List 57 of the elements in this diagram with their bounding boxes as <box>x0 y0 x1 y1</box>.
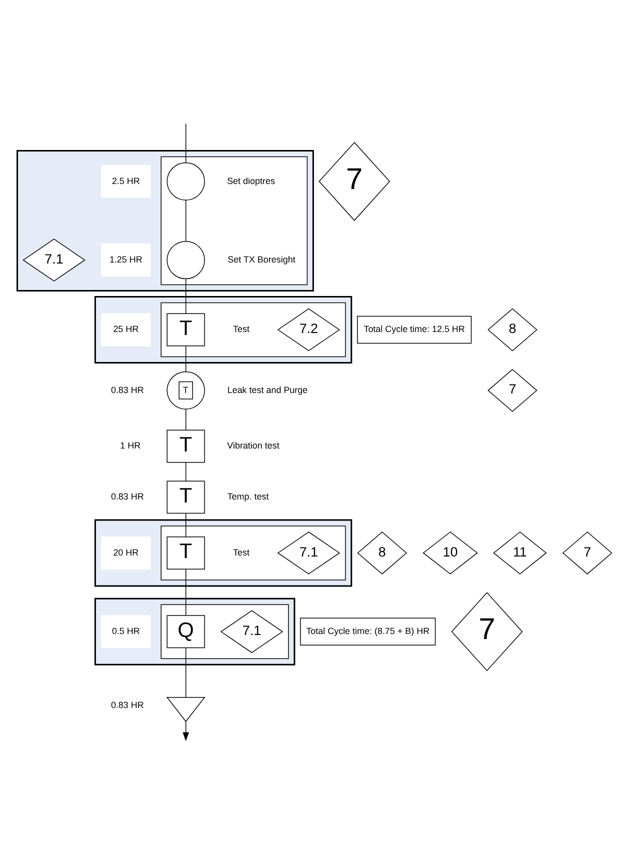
connector <box>185 278 186 314</box>
cluster <box>160 302 346 358</box>
cluster <box>94 519 352 587</box>
node-label: Test <box>233 547 250 558</box>
cluster <box>94 296 352 364</box>
node-box: Q <box>166 615 205 648</box>
connector <box>185 512 186 538</box>
node-circle: T <box>166 371 205 410</box>
node-box: Total Cycle time: (8.75 + B) HR <box>300 618 436 646</box>
node-box: Total Cycle time: 12.5 HR <box>357 316 472 344</box>
node-box: 0.5 HR <box>101 615 151 648</box>
node-diamond: 7.2 <box>277 308 340 352</box>
connector <box>185 123 186 163</box>
node-box: 1.25 HR <box>101 244 151 277</box>
node-diamond: 7 <box>488 368 538 412</box>
node-label: Temp. test <box>227 491 269 502</box>
connector <box>185 648 186 698</box>
node-box: T <box>166 480 205 514</box>
node-box: 25 HR <box>101 313 151 346</box>
node-diamond: 8 <box>357 532 408 574</box>
cluster <box>94 598 296 666</box>
node-label: Vibration test <box>227 440 280 451</box>
node-diamond: 7 <box>562 532 612 574</box>
node-label: Test <box>233 324 250 334</box>
cluster <box>160 604 289 659</box>
node-label: 0.83 HR <box>110 700 144 710</box>
node-diamond: 7 <box>318 142 390 221</box>
node-diamond: 7 <box>451 592 523 672</box>
node-label: 0.83 HR <box>110 384 144 395</box>
node-circle <box>166 240 205 280</box>
connector <box>185 408 186 430</box>
cluster <box>160 526 346 580</box>
node-circle <box>166 162 205 201</box>
node-label: Set TX Boresight <box>228 254 296 264</box>
node-diamond: 7.1 <box>22 238 86 282</box>
node-box: 2.5 HR <box>101 164 151 198</box>
node-diamond: 7.1 <box>220 610 284 654</box>
connector <box>185 568 186 616</box>
node-diamond: 7.1 <box>277 532 340 574</box>
node-label: 1 HR <box>120 440 141 451</box>
node-box: T <box>166 536 205 570</box>
connector <box>185 200 186 242</box>
connector <box>185 346 186 372</box>
arrow <box>182 721 189 742</box>
node-box: 20 HR <box>101 536 151 570</box>
node-box: T <box>166 430 205 463</box>
node-diamond: 11 <box>493 532 547 574</box>
node-diamond: 10 <box>422 532 478 574</box>
connector <box>185 462 186 482</box>
node-label: 0.83 HR <box>110 491 144 502</box>
node-box: T <box>166 313 205 346</box>
node-triangle <box>166 697 206 722</box>
node-label: Set dioptres <box>227 176 275 186</box>
node-diamond: 8 <box>488 308 538 352</box>
node-label: Leak test and Purge <box>227 384 308 395</box>
cluster <box>16 150 314 292</box>
cluster <box>160 156 308 286</box>
